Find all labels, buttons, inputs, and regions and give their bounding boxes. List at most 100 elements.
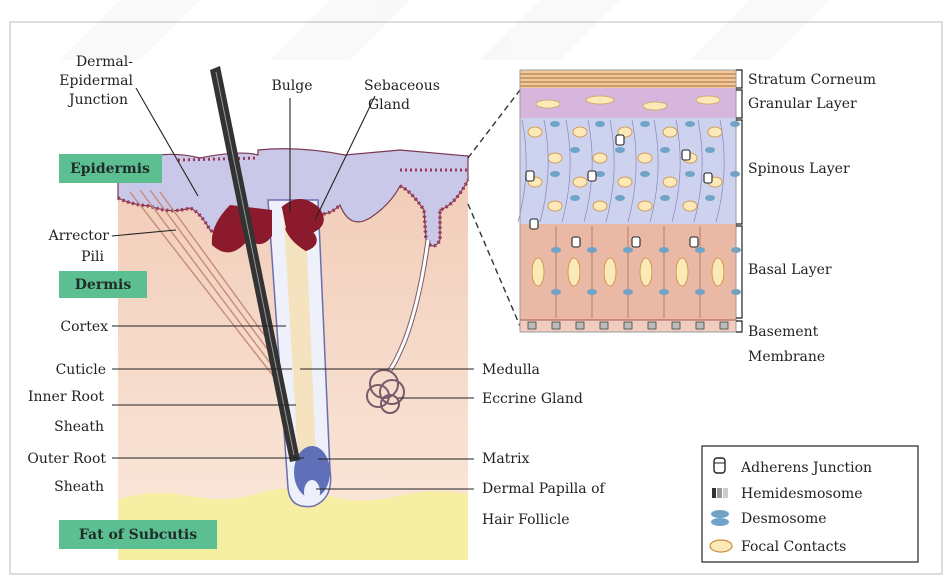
label-sebaceous-line2: Gland [368, 97, 410, 113]
tag-epidermis: Epidermis [70, 161, 150, 177]
legend-label-focal-contacts: Focal Contacts [741, 539, 846, 555]
label-papilla-line1: Dermal Papilla of [482, 481, 607, 497]
legend-label-adherens: Adherens Junction [740, 460, 872, 476]
label-stratum-corneum: Stratum Corneum [748, 72, 876, 88]
legend-label-hemidesmosome: Hemidesmosome [741, 486, 863, 502]
basal-cell-nucleus [676, 258, 688, 286]
desmosome [623, 247, 633, 253]
desmosome [640, 121, 650, 127]
label-ors-line1: Outer Root [27, 451, 106, 467]
adherens-junction [526, 171, 534, 181]
desmosome [615, 195, 625, 201]
label-irs-line2: Sheath [54, 419, 104, 435]
label-irs-line1: Inner Root [28, 389, 104, 405]
desmosome [550, 171, 560, 177]
spinous-cell-nucleus [593, 201, 607, 211]
basal-cell-nucleus [568, 258, 580, 286]
focal-contacts-icon [710, 540, 732, 552]
legend: Adherens Junction Hemidesmosome Desmosom… [702, 446, 918, 562]
desmosome [660, 195, 670, 201]
spinous-cell-nucleus [573, 177, 587, 187]
label-dej-line3: Junction [67, 92, 128, 108]
desmosome [595, 121, 605, 127]
adherens-junction [704, 173, 712, 183]
label-arrector-line2: Pili [81, 249, 104, 265]
spinous-cell-nucleus [638, 153, 652, 163]
label-basal-layer: Basal Layer [748, 262, 832, 278]
desmosome [730, 171, 740, 177]
hemidesmosome [648, 322, 656, 329]
spinous-cell-nucleus [573, 127, 587, 137]
desmosome [685, 171, 695, 177]
label-papilla-line2: Hair Follicle [482, 512, 570, 528]
epidermis-zoom-panel: Stratum Corneum Granular Layer Spinous L… [518, 70, 876, 365]
desmosome [695, 247, 705, 253]
desmosome [660, 147, 670, 153]
zoom-line-top [468, 90, 520, 158]
desmosome [730, 121, 740, 127]
desmosome [705, 195, 715, 201]
desmosome [587, 247, 597, 253]
hemidesmosome [552, 322, 560, 329]
desmosome [570, 147, 580, 153]
spinous-cell-nucleus [593, 153, 607, 163]
label-dej-line1: Dermal- [76, 54, 133, 70]
label-eccrine-gland: Eccrine Gland [482, 391, 583, 407]
dermal-papilla [304, 480, 320, 504]
desmosome [640, 171, 650, 177]
basal-cell-nucleus [712, 258, 724, 286]
hemidesmosome [528, 322, 536, 329]
spinous-cell-nucleus [548, 201, 562, 211]
spinous-cell-nucleus [708, 127, 722, 137]
label-arrector-line1: Arrector [48, 228, 110, 244]
hemidesmosome-icon [712, 488, 728, 498]
desmosome [695, 289, 705, 295]
adherens-junction [572, 237, 580, 247]
tag-fat-box: Fat of Subcutis [59, 520, 217, 549]
label-sebaceous-line1: Sebaceous [364, 78, 440, 94]
adherens-junction-icon [714, 458, 725, 473]
label-medulla: Medulla [482, 362, 540, 378]
skin-cross-section [112, 66, 520, 560]
desmosome [623, 289, 633, 295]
basal-cell-nucleus [640, 258, 652, 286]
desmosome [705, 147, 715, 153]
hemidesmosome [696, 322, 704, 329]
desmosome [659, 289, 669, 295]
label-matrix: Matrix [482, 451, 529, 467]
label-basement-line1: Basement [748, 324, 819, 340]
hemidesmosome [720, 322, 728, 329]
spinous-cell-nucleus [618, 177, 632, 187]
tag-fat-of-subcutis: Fat of Subcutis [79, 527, 197, 543]
hemidesmosome [600, 322, 608, 329]
desmosome [551, 247, 561, 253]
adherens-junction [530, 219, 538, 229]
label-granular-layer: Granular Layer [748, 96, 857, 112]
background-watermark [60, 0, 830, 60]
desmosome [570, 195, 580, 201]
desmosome [587, 289, 597, 295]
label-spinous-layer: Spinous Layer [748, 161, 850, 177]
label-basement-line2: Membrane [748, 349, 825, 365]
zoom-line-bottom [468, 204, 520, 326]
adherens-junction [682, 150, 690, 160]
tag-dermis: Dermis [75, 277, 132, 293]
spinous-cell-nucleus [663, 177, 677, 187]
spinous-cell-nucleus [663, 127, 677, 137]
label-cuticle: Cuticle [56, 362, 106, 378]
basal-cell-nucleus [532, 258, 544, 286]
label-ors-line2: Sheath [54, 479, 104, 495]
desmosome [550, 121, 560, 127]
hemidesmosome [672, 322, 680, 329]
desmosome [659, 247, 669, 253]
hemidesmosome [624, 322, 632, 329]
hemidesmosome [576, 322, 584, 329]
label-cortex: Cortex [60, 319, 108, 335]
label-dej-line2: Epidermal [59, 73, 133, 89]
desmosome [551, 289, 561, 295]
adherens-junction [588, 171, 596, 181]
label-bulge: Bulge [271, 78, 312, 94]
stratum-corneum-band [520, 70, 736, 88]
spinous-cell-nucleus [683, 201, 697, 211]
tag-dermis-box: Dermis [59, 271, 147, 298]
